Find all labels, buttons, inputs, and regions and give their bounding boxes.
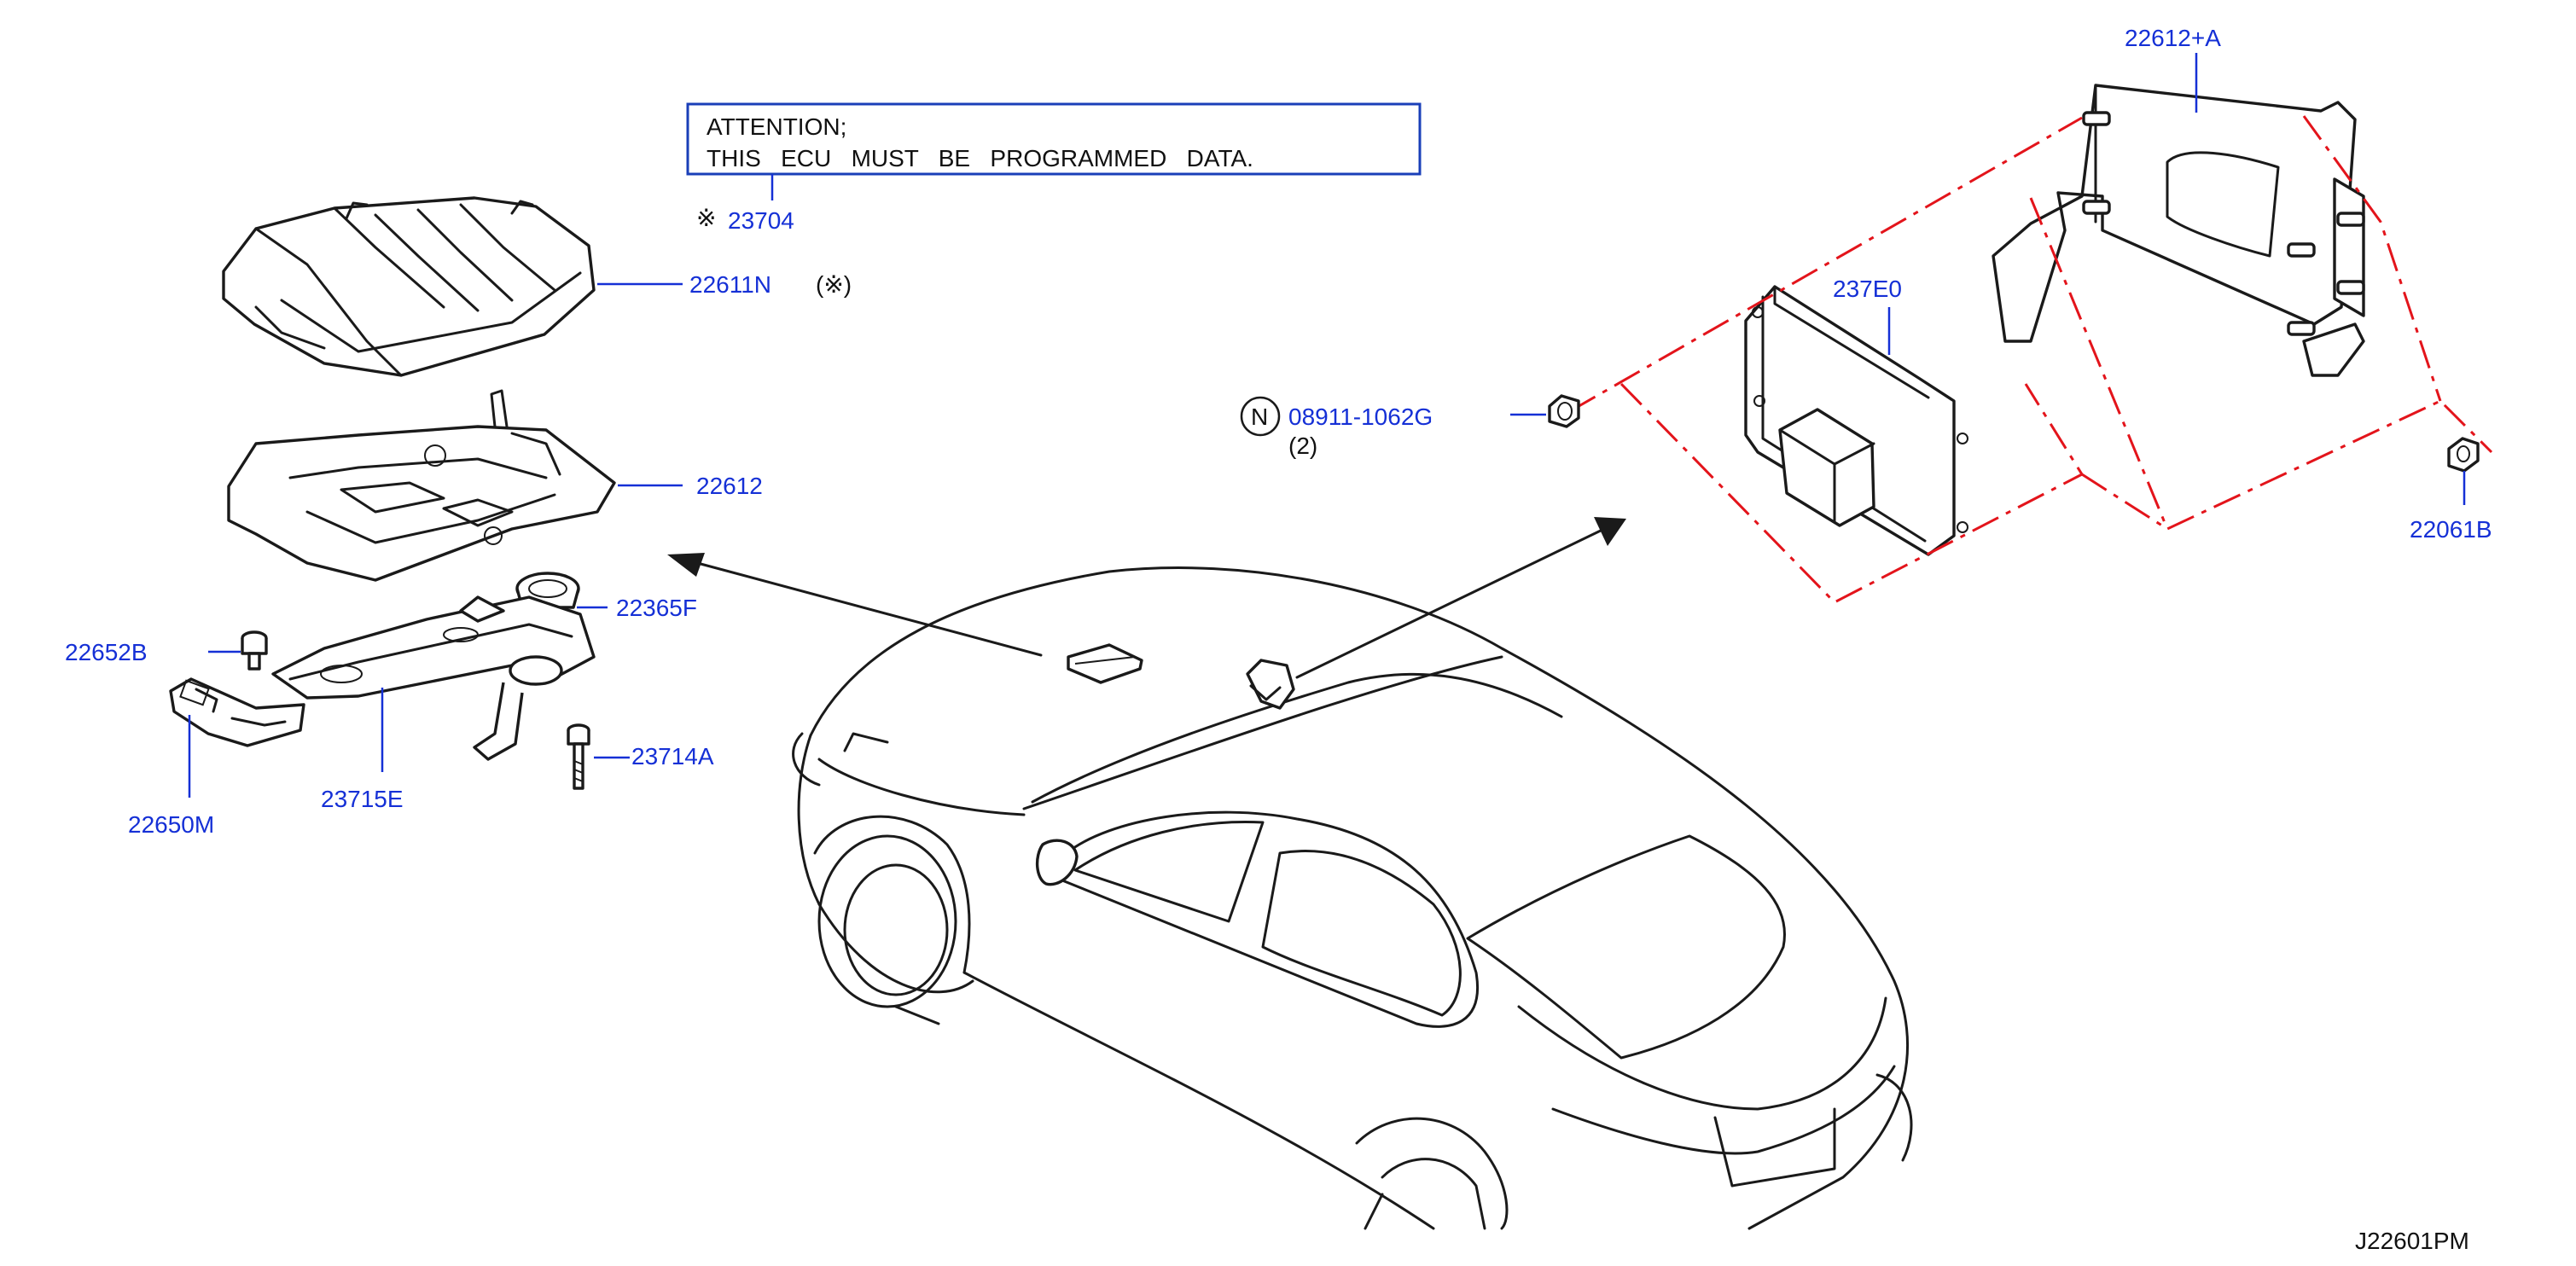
part-number-08911-1062g: 08911-1062G	[1288, 404, 1433, 430]
part-number-237e0: 237E0	[1833, 276, 1902, 302]
vehicle-outline-drawing	[792, 566, 1913, 1230]
bracket-22612a-drawing	[1992, 53, 2365, 377]
attention-title: ATTENTION;	[707, 113, 846, 140]
ecu-note-23704: ※ 23704	[696, 205, 794, 234]
part-number-22612: 22612	[696, 473, 763, 499]
nut-08911-drawing	[1510, 394, 1580, 428]
ecu-22611n-drawing	[222, 196, 683, 377]
clip-22650m-drawing	[169, 677, 305, 798]
part-number-23714a: 23714A	[631, 743, 714, 769]
direction-arrows	[667, 517, 1626, 679]
part-note-22611n: (※)	[816, 271, 852, 298]
nut-22061b-drawing	[2447, 437, 2480, 505]
bolt-23714a-drawing	[567, 723, 630, 790]
part-number-22611n: 22611N	[689, 271, 771, 298]
nut-symbol-letter: N	[1251, 404, 1268, 430]
nut-symbol-08911: N	[1240, 396, 1281, 437]
part-number-22650m: 22650M	[128, 811, 214, 838]
asterisk-mark: ※	[696, 205, 716, 231]
part-number-22652b: 22652B	[65, 639, 148, 665]
bracket-23715e-drawing	[271, 595, 596, 772]
attention-note: ATTENTION; THIS ECU MUST BE PROGRAMMED D…	[686, 102, 1422, 200]
bolt-22652b-drawing	[208, 630, 268, 671]
part-number-23715e: 23715E	[321, 786, 404, 812]
part-quantity-08911: (2)	[1288, 433, 1317, 459]
bracket-22612-drawing	[227, 389, 683, 582]
dashed-assembly-lines	[1569, 115, 2493, 604]
stud-bolts	[2082, 111, 2365, 336]
part-number-22612a: 22612+A	[2125, 25, 2221, 51]
part-number-22061b: 22061B	[2410, 516, 2492, 543]
ecu-237e0-drawing	[1744, 285, 1968, 556]
diagram-code: J22601PM	[2355, 1228, 2469, 1254]
part-number-22365f: 22365F	[616, 595, 697, 621]
attention-message: THIS ECU MUST BE PROGRAMMED DATA.	[707, 145, 1253, 171]
part-number-23704: 23704	[728, 207, 794, 234]
